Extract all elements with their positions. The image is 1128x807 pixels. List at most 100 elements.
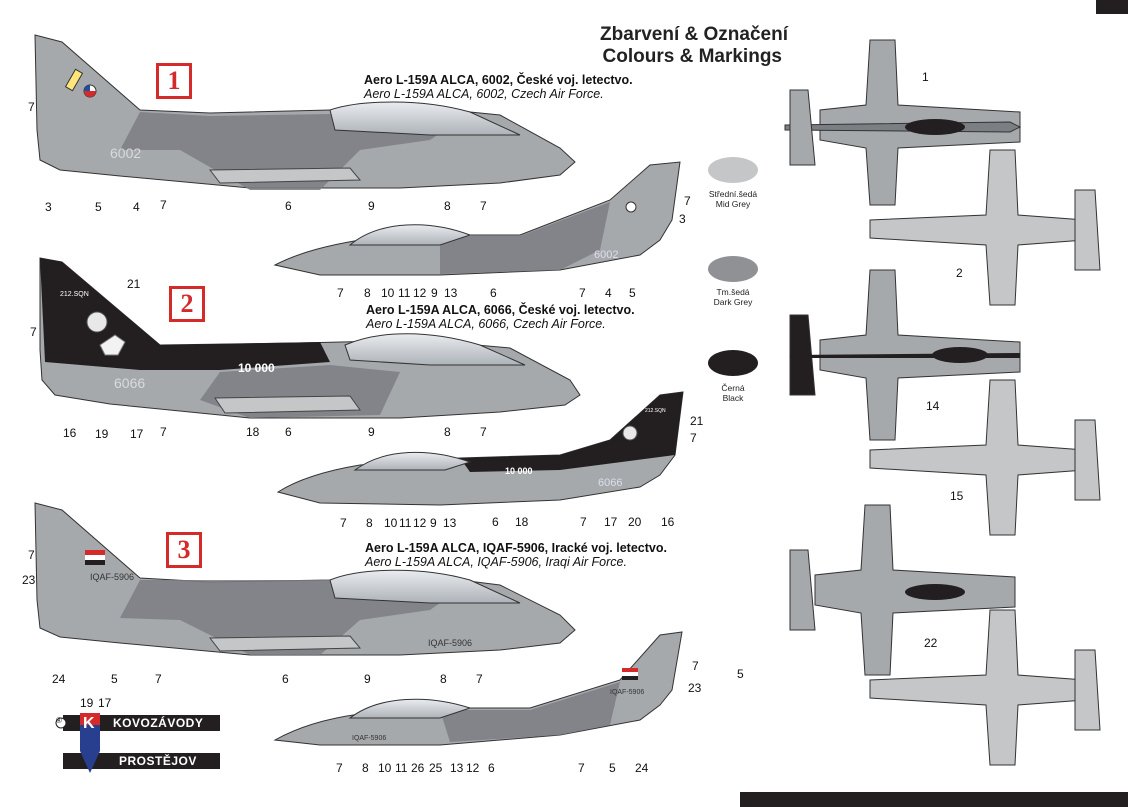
callout: 21 — [127, 277, 141, 291]
callout: 8 — [444, 199, 451, 213]
callout: 8 — [364, 286, 371, 300]
callout: 7 — [28, 100, 35, 114]
callout: 3 — [679, 212, 686, 226]
callout: 5 — [111, 672, 118, 686]
callout: 7 — [578, 761, 585, 775]
callout: 10 — [384, 516, 398, 530]
callout: 8 — [444, 425, 451, 439]
title-en: Colours & Markings — [602, 46, 782, 67]
callout: 6 — [285, 199, 292, 213]
callout: 11 — [399, 516, 412, 530]
callout: 26 — [411, 761, 425, 775]
svg-text:10 000: 10 000 — [505, 466, 533, 476]
aircraft-2-side-small: 10 000 6066 212.SQN — [276, 391, 684, 506]
callout: 7 — [340, 516, 347, 530]
plan-2-top — [789, 269, 1021, 441]
callout: 7 — [476, 672, 483, 686]
callout: 11 — [398, 286, 411, 300]
callout: 7 — [336, 761, 343, 775]
callout: 1 — [922, 70, 929, 84]
callout: 5 — [95, 200, 102, 214]
callout: 13 — [443, 516, 457, 530]
svg-text:6066: 6066 — [114, 375, 145, 391]
callout: 7 — [160, 198, 167, 212]
svg-text:6002: 6002 — [594, 249, 618, 261]
callout: 19 — [80, 696, 94, 710]
callout: 24 — [52, 672, 66, 686]
title-cz: Zbarvení & Označení — [600, 24, 788, 45]
callout: 20 — [628, 515, 642, 529]
callout: 9 — [430, 516, 437, 530]
callout: 8 — [440, 672, 447, 686]
scheme-badge-3: 3 — [166, 532, 202, 568]
callout: 21 — [690, 414, 704, 428]
callout: 7 — [337, 286, 344, 300]
kovozavody-logo: ® K KOVOZÁVODY PROSTĚJOV — [55, 711, 220, 773]
callout: 22 — [924, 636, 938, 650]
callout: 12 — [413, 286, 427, 300]
frame-corner — [1096, 0, 1128, 14]
callout: 7 — [155, 672, 162, 686]
callout: 10 — [378, 761, 392, 775]
callout: 11 — [395, 761, 408, 775]
aircraft-1-side-small: 6002 — [273, 161, 681, 276]
logo-top-text: KOVOZÁVODY — [113, 716, 204, 730]
callout: 23 — [688, 681, 702, 695]
svg-text:6002: 6002 — [110, 145, 141, 161]
callout: 4 — [605, 286, 612, 300]
callout: 13 — [450, 761, 464, 775]
svg-text:6066: 6066 — [598, 477, 622, 489]
callout: 9 — [431, 286, 438, 300]
callout: 17 — [604, 515, 618, 529]
callout: 10 — [381, 286, 395, 300]
callout: 7 — [579, 286, 586, 300]
svg-text:IQAF-5906: IQAF-5906 — [352, 735, 386, 742]
plan-3-top — [789, 504, 1016, 676]
callout: 16 — [63, 426, 77, 440]
logo-bottom-text: PROSTĚJOV — [119, 754, 197, 768]
swatch-black — [708, 350, 758, 376]
callout: 9 — [364, 672, 371, 686]
scheme-badge-2: 2 — [169, 286, 205, 322]
callout: 7 — [480, 425, 487, 439]
callout: 7 — [160, 425, 167, 439]
callout: 9 — [368, 199, 375, 213]
callout: 6 — [490, 286, 497, 300]
svg-text:IQAF-5906: IQAF-5906 — [428, 638, 472, 648]
aircraft-3-side-large: IQAF-5906 IQAF-5906 — [34, 502, 576, 656]
callout: 9 — [368, 425, 375, 439]
scheme-caption-3: Aero L-159A ALCA, IQAF-5906, Iracké voj.… — [365, 541, 667, 569]
callout: 16 — [661, 515, 675, 529]
swatch-dark-grey — [708, 256, 758, 282]
callout: 8 — [366, 516, 373, 530]
callout: 5 — [737, 667, 744, 681]
svg-text:IQAF-5906: IQAF-5906 — [90, 572, 134, 582]
callout: 6 — [285, 425, 292, 439]
callout: 7 — [30, 325, 37, 339]
callout: 6 — [282, 672, 289, 686]
logo-k-letter: K — [83, 715, 95, 732]
callout: 7 — [684, 194, 691, 208]
plan-1-bottom — [869, 149, 1101, 306]
swatch-mid-grey — [708, 157, 758, 183]
callout: 12 — [413, 516, 427, 530]
callout: 2 — [956, 266, 963, 280]
callout: 19 — [95, 427, 109, 441]
scheme-badge-1: 1 — [156, 63, 192, 99]
callout: 7 — [692, 659, 699, 673]
callout: 17 — [98, 696, 112, 710]
callout: 6 — [488, 761, 495, 775]
plan-1-top — [784, 39, 1022, 206]
svg-text:IQAF-5906: IQAF-5906 — [610, 689, 644, 696]
aircraft-1-side-large: 6002 — [34, 34, 576, 190]
callout: 24 — [635, 761, 649, 775]
aircraft-3-side-small: IQAF-5906 IQAF-5906 — [273, 631, 683, 746]
aircraft-2-side-large: 212.SQN 10 000 6066 — [39, 257, 581, 419]
callout: 6 — [492, 515, 499, 529]
svg-text:10 000: 10 000 — [238, 361, 275, 375]
callout: 13 — [444, 286, 458, 300]
svg-text:212.SQN: 212.SQN — [645, 408, 666, 414]
